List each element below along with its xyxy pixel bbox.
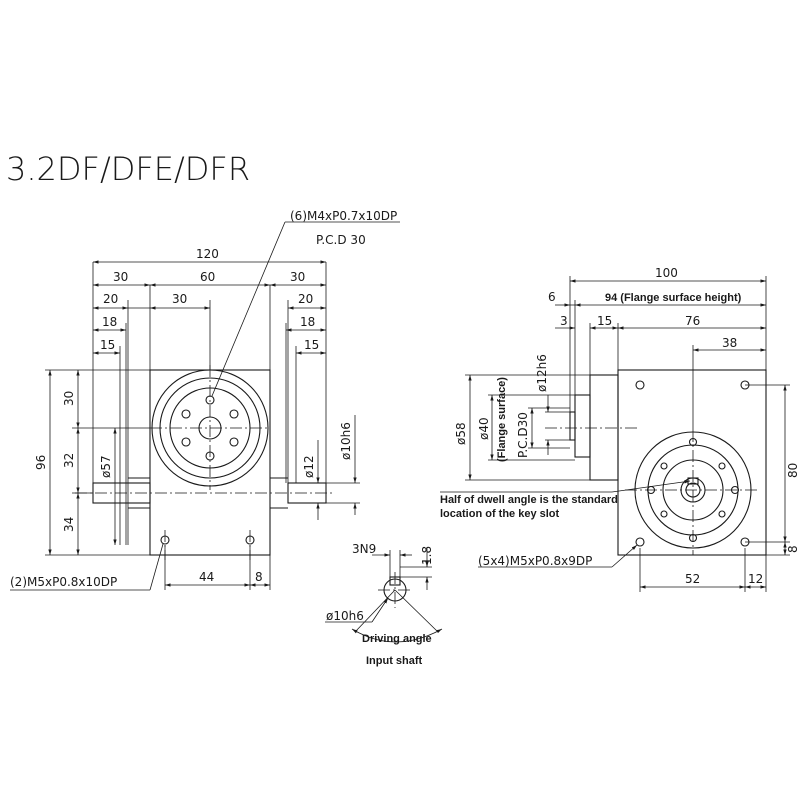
callout-side-holes: (5x4)M5xP0.8x9DP	[478, 554, 592, 568]
dwell-note-leader	[611, 480, 691, 493]
dim-100: 100	[655, 266, 678, 280]
dim-80: 80	[786, 463, 800, 478]
dim-76: 76	[685, 314, 700, 328]
note-dwell-line2: location of the key slot	[440, 508, 560, 520]
dim-right-20: 20	[298, 292, 313, 306]
dim-right-18: 18	[300, 315, 315, 329]
side-flange-block	[589, 374, 619, 481]
label-driving-angle: Driving angle	[362, 633, 432, 645]
dim-44: 44	[199, 570, 214, 584]
front-view: 120 30 60 30 20 30 20 18 18 15 15 96 30 …	[10, 209, 400, 591]
dim-1-8: 1.8	[420, 546, 434, 565]
dim-dia-58: ø58	[454, 422, 468, 445]
dim-52: 52	[685, 572, 700, 586]
dim-left-20: 20	[103, 292, 118, 306]
dim-left-30: 30	[113, 270, 128, 284]
dim-left-15: 15	[100, 338, 115, 352]
label-flange-surface: (Flange surface)	[496, 377, 508, 462]
dim-15: 15	[597, 314, 612, 328]
side-output-shaft	[569, 411, 576, 441]
dim-12: 12	[748, 572, 763, 586]
shaft-detail: 3N9 1.8 ø10h6 Driving angle Input shaft	[325, 542, 443, 667]
dim-inner-30: 30	[172, 292, 187, 306]
note-dwell-line1: Half of dwell angle is the standard	[440, 494, 618, 506]
dim-dia-10h6: ø10h6	[339, 422, 353, 460]
dim-3: 3	[560, 314, 568, 328]
dim-total-width: 120	[196, 247, 219, 261]
callout-pcd: P.C.D 30	[316, 233, 366, 247]
dim-v-34: 34	[62, 517, 76, 532]
front-body-outline	[149, 369, 271, 556]
callout-base-holes: (2)M5xP0.8x10DP	[10, 575, 117, 589]
dim-center-60: 60	[200, 270, 215, 284]
dim-pcd-30: P.C.D30	[516, 412, 530, 458]
dim-left-18: 18	[102, 315, 117, 329]
dim-38: 38	[722, 336, 737, 350]
dim-6: 6	[548, 290, 556, 304]
base-holes-leader	[149, 543, 164, 591]
dim-8-side: 8	[786, 545, 800, 553]
corner-hole-tl	[635, 380, 645, 390]
dim-dia-12: ø12	[302, 455, 316, 478]
dim-dia-12h6: ø12h6	[535, 354, 549, 392]
side-holes-leader	[611, 544, 638, 568]
dim-94-flange-height: 94 (Flange surface height)	[605, 292, 742, 304]
side-view: 100 6 94 (Flange surface height) 3 15 76…	[440, 266, 800, 592]
dim-dia-57: ø57	[99, 455, 113, 478]
dim-height-96: 96	[34, 455, 48, 470]
dim-3n9: 3N9	[352, 542, 376, 556]
dim-v-30: 30	[62, 391, 76, 406]
label-input-shaft: Input shaft	[366, 655, 423, 667]
callout-holes: (6)M4xP0.7x10DP	[290, 209, 397, 223]
side-flange-face	[574, 394, 591, 458]
corner-hole-bl	[635, 537, 645, 547]
dim-right-30: 30	[290, 270, 305, 284]
dim-v-32: 32	[62, 453, 76, 468]
dim-8: 8	[255, 570, 263, 584]
dim-dia-10h6-shaft: ø10h6	[326, 609, 364, 623]
dim-dia-40: ø40	[477, 417, 491, 440]
holes-leader	[211, 221, 286, 397]
drawing-title: 3.2DF/DFE/DFR	[6, 150, 250, 188]
dim-right-15: 15	[304, 338, 319, 352]
driving-angle-arc	[351, 628, 443, 643]
